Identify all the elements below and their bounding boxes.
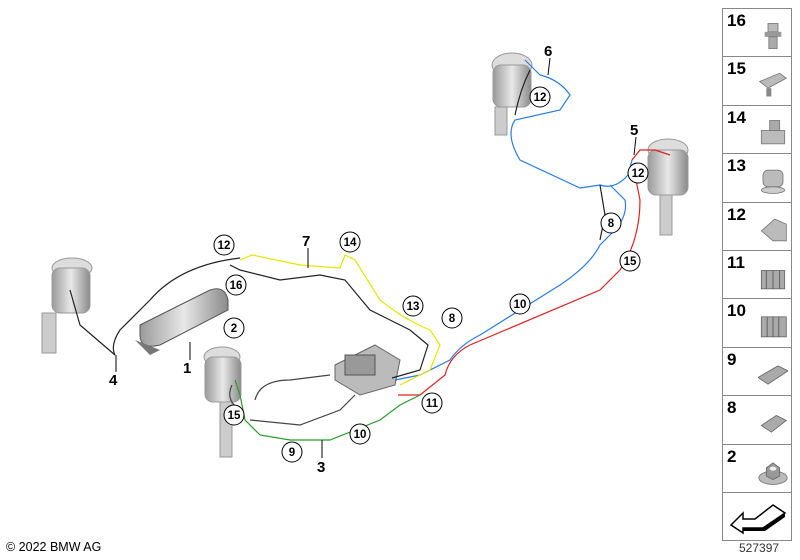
part-2[interactable]: 2 bbox=[722, 443, 792, 492]
callout-11: 11 bbox=[421, 392, 443, 414]
callout-12: 12 bbox=[529, 86, 551, 108]
callout-5: 5 bbox=[630, 122, 638, 139]
svg-text:12: 12 bbox=[632, 168, 645, 180]
clip-icon bbox=[758, 365, 788, 385]
part-number: 9 bbox=[727, 349, 737, 369]
clip-icon bbox=[760, 169, 786, 195]
air-strut-rear-left bbox=[203, 346, 242, 458]
svg-text:13: 13 bbox=[407, 301, 420, 313]
part-number: 14 bbox=[727, 107, 746, 127]
svg-text:10: 10 bbox=[354, 429, 367, 441]
part-number: 15 bbox=[727, 59, 746, 79]
part-number: 13 bbox=[727, 156, 746, 176]
part-number: 16 bbox=[727, 11, 746, 30]
callout-14: 14 bbox=[339, 231, 361, 253]
clip-icon bbox=[760, 316, 787, 338]
callout-8: 8 bbox=[441, 307, 463, 329]
part-13[interactable]: 13 bbox=[722, 153, 792, 202]
callout-3: 3 bbox=[317, 459, 325, 476]
part-number: 8 bbox=[727, 398, 737, 418]
navigation-arrow-button[interactable] bbox=[722, 491, 792, 542]
arrow-down-left-icon bbox=[729, 503, 787, 535]
part-8[interactable]: 8 bbox=[722, 395, 792, 444]
clip-icon bbox=[760, 218, 787, 241]
part-number: 12 bbox=[727, 204, 746, 224]
air-lines bbox=[69, 59, 671, 441]
copyright: © 2022 BMW AG bbox=[6, 540, 102, 554]
svg-text:10: 10 bbox=[514, 299, 527, 311]
part-9[interactable]: 9 bbox=[722, 346, 792, 396]
svg-text:15: 15 bbox=[624, 256, 637, 268]
callout-15: 15 bbox=[619, 250, 641, 272]
callout-15: 15 bbox=[223, 404, 245, 426]
air-strut-front-left bbox=[41, 257, 93, 354]
clip-icon bbox=[760, 270, 786, 290]
parts-panel: 16 15 14 13 12 11 10 9 8 2 bbox=[722, 8, 792, 542]
part-12[interactable]: 12 bbox=[722, 201, 792, 250]
clip-icon bbox=[760, 119, 786, 145]
part-15[interactable]: 15 bbox=[722, 56, 792, 105]
nut-icon bbox=[758, 461, 788, 485]
part-number: 11 bbox=[727, 252, 745, 272]
document-number: 527397 bbox=[739, 541, 780, 555]
part-14[interactable]: 14 bbox=[722, 104, 792, 154]
callout-4: 4 bbox=[109, 372, 118, 389]
svg-text:8: 8 bbox=[608, 218, 615, 230]
part-11[interactable]: 11 bbox=[722, 249, 792, 299]
part-number: 2 bbox=[727, 446, 737, 466]
svg-text:11: 11 bbox=[426, 398, 439, 410]
callout-13: 13 bbox=[402, 295, 424, 317]
svg-text:12: 12 bbox=[218, 240, 231, 252]
callout-10: 10 bbox=[509, 293, 531, 315]
part-16[interactable]: 16 bbox=[722, 8, 792, 57]
clip-icon bbox=[760, 415, 788, 433]
callout-6: 6 bbox=[544, 43, 552, 60]
callouts-circled: 12 12 8 15 12 14 16 2 13 8 10 11 10 9 15 bbox=[213, 86, 649, 463]
valve-icon bbox=[764, 23, 782, 49]
clip-icon bbox=[758, 73, 788, 97]
callout-7: 7 bbox=[302, 233, 310, 250]
svg-text:16: 16 bbox=[230, 280, 243, 292]
callout-16: 16 bbox=[225, 274, 247, 296]
part-10[interactable]: 10 bbox=[722, 298, 792, 347]
svg-text:9: 9 bbox=[289, 447, 295, 459]
svg-text:2: 2 bbox=[231, 323, 237, 335]
svg-text:8: 8 bbox=[449, 313, 456, 325]
callout-8: 8 bbox=[600, 212, 622, 234]
callout-12: 12 bbox=[213, 234, 235, 256]
compressor-unit bbox=[334, 344, 401, 396]
pressure-reservoir bbox=[135, 288, 229, 355]
callout-10: 10 bbox=[349, 423, 371, 445]
leader-lines bbox=[115, 57, 637, 458]
callout-1: 1 bbox=[183, 360, 191, 377]
part-number: 10 bbox=[727, 301, 746, 321]
air-strut-front-right bbox=[647, 138, 689, 236]
callout-2: 2 bbox=[223, 317, 245, 339]
callout-9: 9 bbox=[281, 441, 303, 463]
svg-text:14: 14 bbox=[344, 237, 357, 249]
svg-text:12: 12 bbox=[534, 92, 547, 104]
callouts-plain: 6 5 7 4 1 3 bbox=[109, 43, 638, 476]
callout-12: 12 bbox=[627, 162, 649, 184]
svg-text:15: 15 bbox=[228, 410, 241, 422]
air-strut-rear-right bbox=[491, 52, 533, 136]
